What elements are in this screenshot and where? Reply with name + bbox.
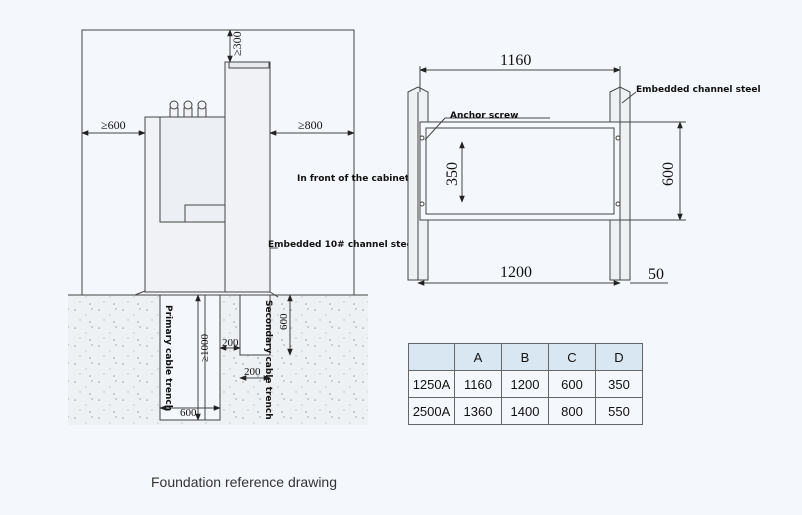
front-of-cabinet-label: In front of the cabinet <box>297 174 410 184</box>
secondary-depth-label: 600 <box>278 313 290 330</box>
gap-2-label: 200 <box>244 366 261 378</box>
left-clearance-label: ≥600 <box>101 118 126 132</box>
table-header-cell <box>408 343 455 371</box>
table-cell: 2500A <box>408 397 455 425</box>
right-clearance-label: ≥800 <box>298 118 323 132</box>
table-header-cell: C <box>548 343 596 371</box>
channel-steel-label: Embedded 10# channel steel <box>268 240 416 250</box>
table-row: 2500A 1360 1400 800 550 <box>408 397 643 425</box>
table-cell: 800 <box>548 397 596 425</box>
table-cell: 350 <box>595 370 643 398</box>
anchor-screw-label: Anchor screw <box>450 111 518 121</box>
base-frame <box>419 121 621 221</box>
spec-table: A B C D 1250A 1160 1200 600 350 2500A 13… <box>408 343 643 425</box>
table-row: 1250A 1160 1200 600 350 <box>408 370 643 398</box>
cabinet-tall-section <box>224 61 271 293</box>
cabinet-top-cap <box>228 61 270 69</box>
table-header-row: A B C D <box>408 343 643 371</box>
secondary-trench-label: Secondary cable trench <box>263 300 273 420</box>
table-cell: 550 <box>595 397 643 425</box>
plan-side-dimension: 600 <box>660 162 677 186</box>
table-cell: 1250A <box>408 370 455 398</box>
table-cell: 1200 <box>501 370 549 398</box>
primary-trench-label: Primary cable trench <box>163 305 173 411</box>
primary-cable-trench <box>159 294 221 421</box>
anchor-holes <box>419 135 621 207</box>
elevation-view <box>68 29 368 425</box>
bushings <box>169 100 207 118</box>
plan-view <box>407 66 686 286</box>
table-header-cell: A <box>454 343 502 371</box>
cabinet-inner-panel <box>159 116 226 223</box>
table-cell: 1160 <box>454 370 502 398</box>
table-cell: 600 <box>548 370 596 398</box>
plan-bottom-dimension: 1200 <box>500 264 532 281</box>
table-header-cell: D <box>595 343 643 371</box>
primary-depth-label: ≥1000 <box>199 333 211 362</box>
embedded-channel-label: Embedded channel steel <box>636 85 761 95</box>
table-cell: 1400 <box>501 397 549 425</box>
figure-caption: Foundation reference drawing <box>151 474 338 490</box>
plan-top-dimension: 1160 <box>500 52 531 69</box>
secondary-cable-trench <box>239 294 271 356</box>
trench-width-label: 600 <box>180 407 197 419</box>
table-header-cell: B <box>501 343 549 371</box>
table-cell: 1360 <box>454 397 502 425</box>
plan-offset-dimension: 50 <box>648 266 664 283</box>
plan-inner-dimension: 350 <box>444 162 461 186</box>
gap-1-label: 200 <box>222 337 239 349</box>
cabinet-step <box>184 204 225 222</box>
top-clearance-label: ≥300 <box>230 31 244 56</box>
